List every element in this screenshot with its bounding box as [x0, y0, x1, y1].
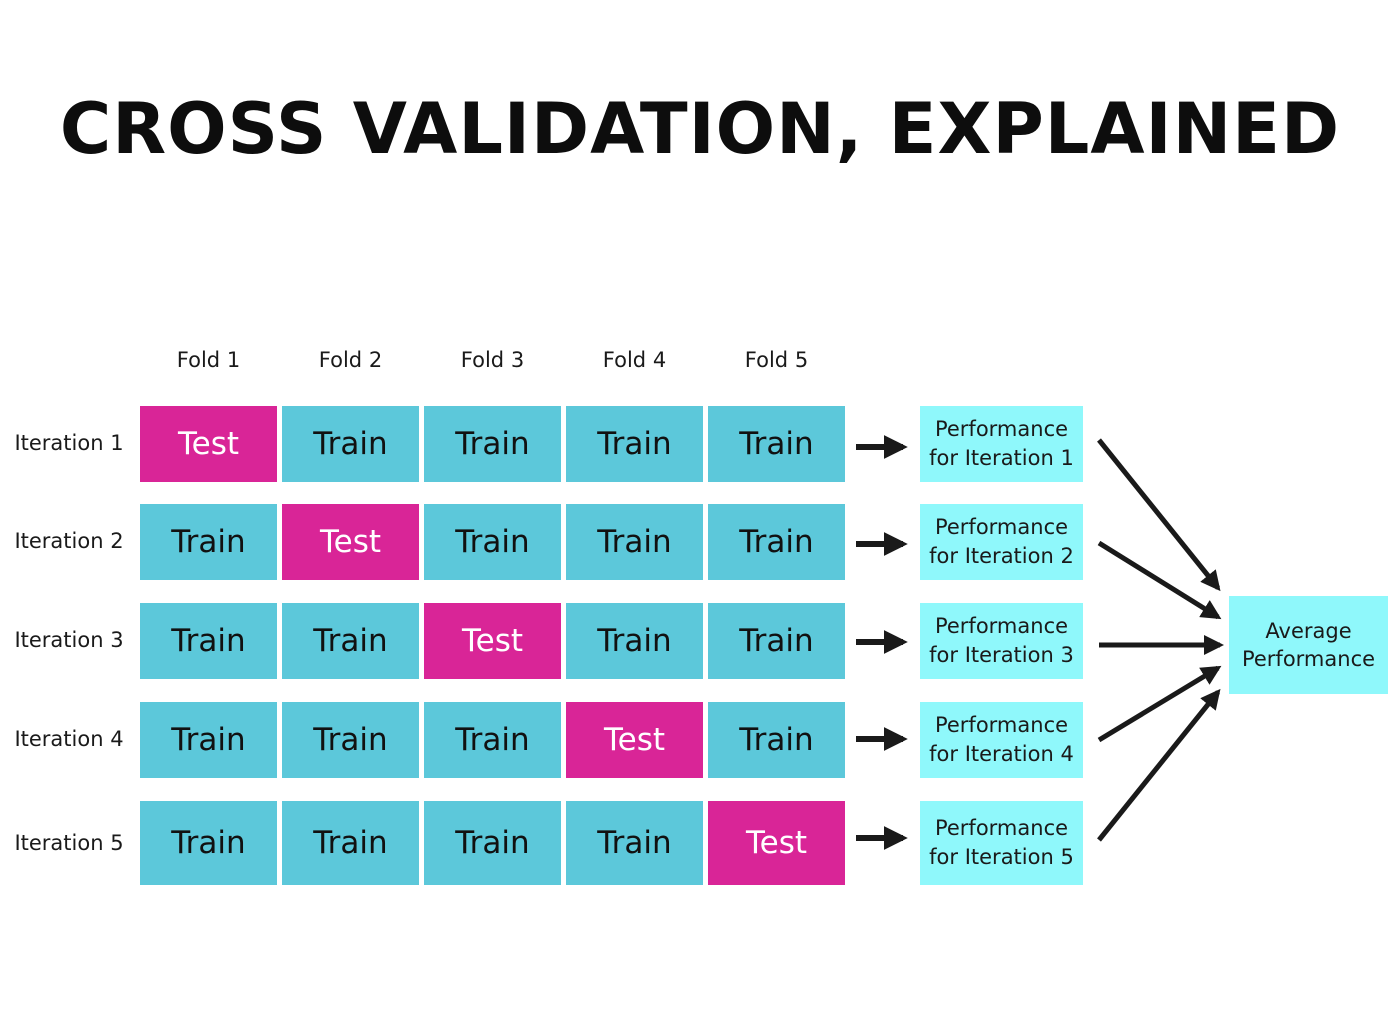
converge-arrow-2	[1097, 540, 1222, 620]
fold-cell: Train	[140, 801, 277, 885]
fold-cell: Train	[282, 603, 419, 679]
iteration-label-4: Iteration 4	[14, 727, 124, 751]
fold-cell: Train	[708, 702, 845, 778]
fold-cell: Train	[566, 801, 703, 885]
iteration-label-5: Iteration 5	[14, 831, 124, 855]
performance-box-1: Performance for Iteration 1	[920, 406, 1083, 482]
fold-cell: Train	[140, 504, 277, 580]
fold-header-1: Fold 1	[176, 348, 241, 372]
fold-cell: Test	[424, 603, 561, 679]
fold-cell: Train	[282, 702, 419, 778]
fold-header-5: Fold 5	[744, 348, 809, 372]
fold-cell: Train	[282, 801, 419, 885]
fold-header-3: Fold 3	[460, 348, 525, 372]
performance-box-2: Performance for Iteration 2	[920, 504, 1083, 580]
fold-cell: Train	[424, 504, 561, 580]
iteration-label-1: Iteration 1	[14, 431, 124, 455]
fold-cell: Train	[424, 801, 561, 885]
performance-box-4: Performance for Iteration 4	[920, 702, 1083, 778]
converge-arrow-1	[1097, 438, 1221, 592]
fold-cell: Train	[424, 406, 561, 482]
converge-arrow-4	[1097, 665, 1222, 743]
fold-cell: Train	[140, 603, 277, 679]
fold-header-2: Fold 2	[318, 348, 383, 372]
fold-cell: Train	[708, 406, 845, 482]
iteration-label-3: Iteration 3	[14, 628, 124, 652]
fold-cell: Train	[566, 603, 703, 679]
fold-cell: Train	[566, 504, 703, 580]
fold-cell: Train	[708, 603, 845, 679]
fold-header-4: Fold 4	[602, 348, 667, 372]
fold-cell: Train	[566, 406, 703, 482]
fold-cell: Train	[282, 406, 419, 482]
fold-cell: Train	[424, 702, 561, 778]
fold-cell: Test	[140, 406, 277, 482]
performance-box-3: Performance for Iteration 3	[920, 603, 1083, 679]
iteration-label-2: Iteration 2	[14, 529, 124, 553]
converge-arrow-5	[1097, 688, 1221, 842]
page-title: CROSS VALIDATION, EXPLAINED	[59, 88, 1341, 170]
average-performance-box: Average Performance	[1229, 596, 1388, 694]
performance-box-5: Performance for Iteration 5	[920, 801, 1083, 885]
fold-cell: Train	[708, 504, 845, 580]
fold-cell: Train	[140, 702, 277, 778]
fold-cell: Test	[566, 702, 703, 778]
fold-cell: Test	[282, 504, 419, 580]
fold-cell: Test	[708, 801, 845, 885]
